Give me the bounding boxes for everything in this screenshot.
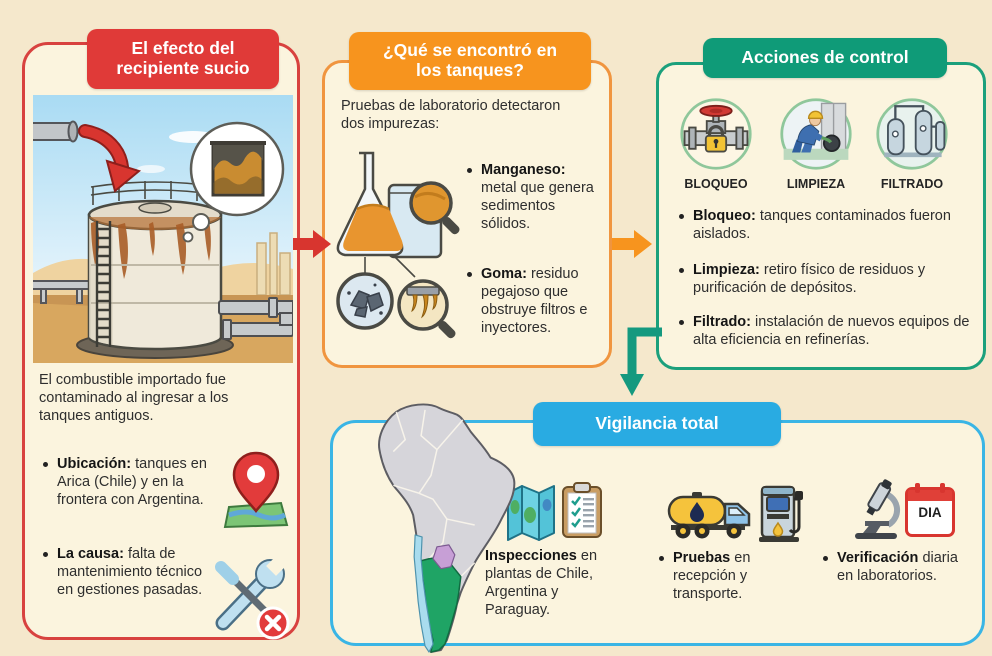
effect-intro-text: El combustible importado fue contaminado… <box>39 372 229 425</box>
control-bullet-limpieza: Limpieza: retiro físico de residuos y pu… <box>679 261 975 297</box>
vigilance-bullet-inspecciones: Inspecciones en plantas de Chile, Argent… <box>471 547 621 620</box>
dirty-container-thought-bubble <box>182 121 285 243</box>
checklist-clipboard-icon <box>562 482 602 538</box>
found-bullet-goma: Goma: residuo pegajoso que obstruye filt… <box>467 265 603 338</box>
control-bullet-bloqueo: Bloqueo: tanques contaminados fueron ais… <box>679 207 975 243</box>
microscope-icon <box>855 479 900 539</box>
red-flow-arrow-icon <box>293 230 331 258</box>
bullet-dot <box>43 552 48 557</box>
found-intro-text: Pruebas de laboratorio detectaron dos im… <box>341 98 561 133</box>
calendar-header <box>908 490 952 501</box>
panel-vigilance-title: Vigilancia total <box>533 402 781 446</box>
effect-bullet-ubicacion: Ubicación: tanques en Arica (Chile) y en… <box>43 455 225 509</box>
teal-elbow-arrow-icon <box>620 327 662 396</box>
orange-flow-arrow-icon <box>612 230 652 258</box>
badge-label-filtrado: FILTRADO <box>880 177 944 191</box>
tanker-truck-icon <box>667 492 751 539</box>
vigilance-bullet-verificacion: Verificación diaria en laboratorios. <box>823 549 963 585</box>
south-america-map <box>378 403 516 654</box>
control-bullet-filtrado: Filtrado: instalación de nuevos equipos … <box>679 313 975 349</box>
lab-flask-illustration <box>336 151 460 339</box>
panel-control-actions: Acciones de control BLOQUEO LIMPIEZA <box>656 38 986 370</box>
panel-effect-title: El efecto del recipiente sucio <box>87 29 279 89</box>
calendar-icon: DIA <box>905 483 955 537</box>
map-pin-icon <box>223 451 289 529</box>
bullet-dot <box>679 214 684 219</box>
badge-label-limpieza: LIMPIEZA <box>786 177 846 191</box>
pour-arrow-icon <box>78 124 142 193</box>
bullet-dot <box>823 556 828 561</box>
bullet-dot <box>679 268 684 273</box>
calendar-ring <box>940 483 945 493</box>
calendar-ring <box>915 483 920 493</box>
repair-tools-icon <box>215 556 290 640</box>
bullet-dot <box>679 320 684 325</box>
bullet-dot <box>43 462 48 467</box>
filter-columns-icon <box>876 98 948 170</box>
panel-control-title: Acciones de control <box>703 38 947 78</box>
valve-lock-icon <box>680 98 752 170</box>
panel-dirty-container-effect: El efecto del recipiente sucio <box>22 29 300 640</box>
panel-what-was-found: ¿Qué se encontró en los tanques? Pruebas… <box>322 32 612 368</box>
panel-found-title: ¿Qué se encontró en los tanques? <box>349 32 591 90</box>
found-bullet-manganeso: Manganeso: metal que genera sedimentos s… <box>467 161 603 234</box>
vigilance-bullet-pruebas: Pruebas en recepción y transporte. <box>659 549 789 603</box>
bullet-dot <box>467 272 472 277</box>
rusty-tank-illustration <box>33 95 293 363</box>
bullet-dot <box>467 168 472 173</box>
calendar-label: DIA <box>918 505 942 520</box>
worker-cleaning-icon <box>780 98 852 170</box>
bullet-dot <box>659 556 664 561</box>
effect-bullet-causa: La causa: falta de mantenimiento técnico… <box>43 545 215 599</box>
badge-label-bloqueo: BLOQUEO <box>684 177 748 191</box>
fuel-pump-icon <box>759 485 803 542</box>
